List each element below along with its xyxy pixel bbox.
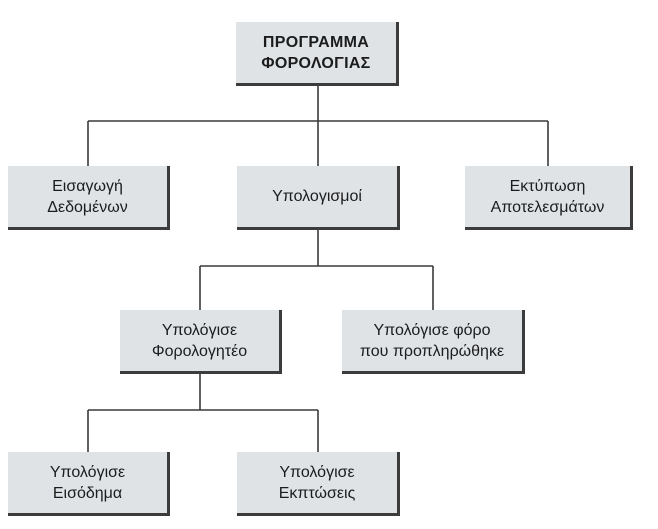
node-calc-taxable-line1: Υπολόγισε: [161, 321, 238, 339]
node-data-input-line1: Εισαγωγή: [52, 177, 123, 195]
node-print-results-line1: Εκτύπωση: [509, 177, 586, 195]
node-calc-prepaid-tax-line2: που προπληρώθηκε: [359, 342, 505, 360]
node-tax-program-line1: ΠΡΟΓΡΑΜΜΑ: [262, 33, 370, 51]
node-calculations: Υπολογισμοί: [237, 166, 400, 230]
node-tax-program: ΠΡΟΓΡΑΜΜΑ ΦΟΡΟΛΟΓΙΑΣ: [236, 22, 399, 86]
node-calc-deductions-line1: Υπολόγισε: [279, 463, 355, 481]
node-print-results: Εκτύπωση Αποτελεσμάτων: [465, 166, 633, 230]
node-calc-income-line1: Υπολόγισε: [49, 463, 126, 481]
node-calc-deductions: Υπολόγισε Εκπτώσεις: [237, 452, 400, 516]
node-calc-taxable-line2: Φορολογητέο: [151, 342, 248, 360]
node-calc-taxable: Υπολόγισε Φορολογητέο: [120, 310, 282, 374]
node-data-input-line2: Δεδομένων: [47, 198, 128, 216]
node-print-results-line2: Αποτελεσμάτων: [490, 198, 605, 216]
node-calc-income-line2: Εισόδημα: [52, 484, 123, 502]
node-calc-deductions-line2: Εκπτώσεις: [278, 484, 356, 502]
node-data-input: Εισαγωγή Δεδομένων: [8, 166, 170, 230]
node-calc-income: Υπολόγισε Εισόδημα: [8, 452, 170, 516]
node-calc-prepaid-tax-line1: Υπολόγισε φόρο: [373, 321, 491, 339]
node-tax-program-line2: ΦΟΡΟΛΟΓΙΑΣ: [261, 54, 371, 72]
node-calculations-line1: Υπολογισμοί: [272, 188, 362, 205]
node-calc-prepaid-tax: Υπολόγισε φόρο που προπληρώθηκε: [342, 310, 525, 374]
